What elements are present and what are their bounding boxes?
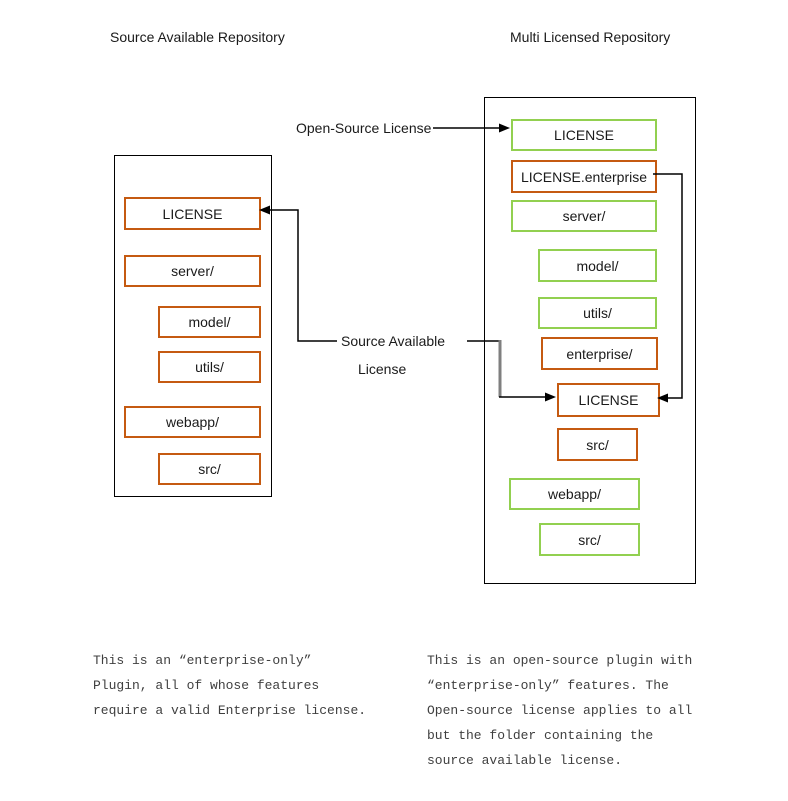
left-box-server: server/	[124, 255, 261, 287]
right-box-license-inner: LICENSE	[557, 383, 660, 417]
right-box-license-enterprise: LICENSE.enterprise	[511, 160, 657, 193]
left-box-webapp: webapp/	[124, 406, 261, 438]
left-box-license: LICENSE	[124, 197, 261, 230]
source-available-label-line2: License	[358, 361, 407, 377]
left-repo-title: Source Available Repository	[110, 29, 285, 45]
right-box-license-open: LICENSE	[511, 119, 657, 151]
right-box-utils: utils/	[538, 297, 657, 329]
right-box-src-enterprise: src/	[557, 428, 638, 461]
left-repo-caption: This is an “enterprise-only” Plugin, all…	[93, 653, 367, 718]
left-box-model: model/	[158, 306, 261, 338]
left-box-utils: utils/	[158, 351, 261, 383]
right-box-model: model/	[538, 249, 657, 282]
right-box-webapp: webapp/	[509, 478, 640, 510]
right-repo-title: Multi Licensed Repository	[510, 29, 671, 45]
source-available-label-line1: Source Available	[341, 333, 446, 349]
open-source-license-label: Open-Source License	[296, 120, 432, 136]
right-box-server: server/	[511, 200, 657, 232]
right-box-enterprise-folder: enterprise/	[541, 337, 658, 370]
left-box-src: src/	[158, 453, 261, 485]
right-box-src: src/	[539, 523, 640, 556]
right-repo-caption: This is an open-source plugin with “ente…	[427, 653, 693, 768]
